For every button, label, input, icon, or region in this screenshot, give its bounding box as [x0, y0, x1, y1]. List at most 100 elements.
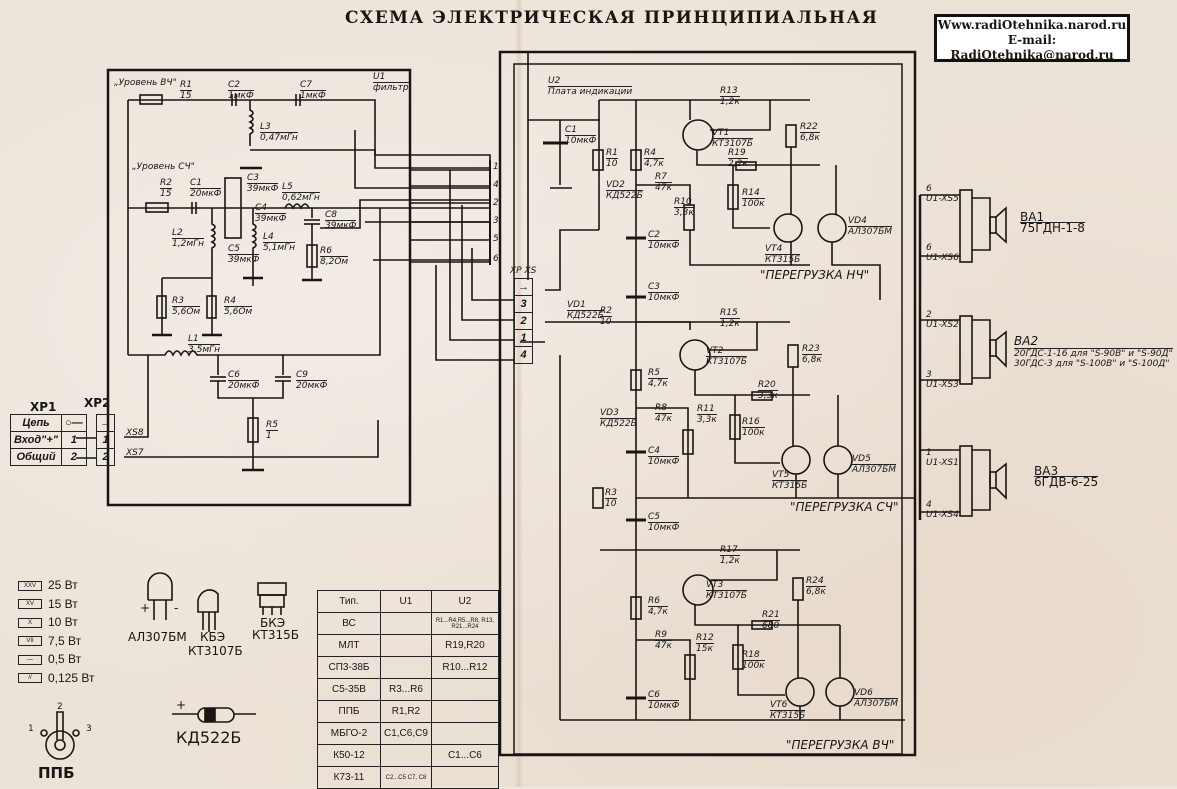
resistor-power-mark-icon: XV [18, 599, 42, 610]
ppb-pin-3: 3 [86, 724, 92, 734]
parts-table-cell: К50-12 [317, 744, 381, 767]
level-mf-label: „Уровень СЧ" [132, 162, 195, 172]
kt315-pins: БКЭ [260, 616, 286, 630]
xs7-label: XS7 [126, 448, 144, 458]
u1-pin-1: 1 [493, 162, 499, 172]
u1-frame [106, 68, 412, 507]
parts-table-cell [430, 700, 499, 723]
resistor-power-mark-icon: // [18, 673, 42, 684]
power-legend-label: 25 Вт [48, 578, 78, 592]
parts-table-cell: R10...R12 [430, 656, 499, 679]
power-legend-label: 7,5 Вт [48, 633, 82, 648]
parts-table-cell: R1,R2 [380, 700, 432, 723]
parts-table-cell: ППБ [317, 700, 381, 723]
xp2-label: XP2 [84, 396, 111, 410]
parts-table-cell [430, 678, 499, 701]
parts-table-cell: МБГО-2 [317, 722, 381, 745]
power-legend-item: — 0,5 Вт [8, 652, 81, 666]
diode-drawing [172, 707, 256, 723]
u1-pin-2: 2 [493, 198, 499, 208]
u1-pin-5: 5 [493, 234, 499, 244]
power-legend-item: // 0,125 Вт [8, 671, 94, 685]
u2-frame [498, 50, 917, 757]
resistor-power-mark-icon: XXV [18, 580, 42, 591]
parts-table-cell: К73-11 [317, 766, 381, 789]
resistor-power-mark-icon: — [18, 654, 42, 665]
watermark-email-label: E-mail: [1007, 33, 1057, 47]
speaker-ba3 [920, 445, 1007, 517]
parts-table-cell: R1...R4,R5...R8, R13, R21...R24 [430, 612, 499, 635]
parts-table-cell [380, 744, 432, 767]
resistor-power-mark-icon: X [18, 617, 42, 628]
power-legend-label: 10 Вт [48, 615, 78, 629]
power-legend-label: 15 Вт [48, 596, 78, 611]
paper-fold [515, 0, 523, 787]
diode-part-name: КД522Б [176, 728, 242, 747]
u2-inner-frame [513, 63, 903, 755]
parts-table-cell [380, 656, 432, 679]
watermark-email[interactable]: RadiOtehnika@narod.ru [950, 48, 1114, 62]
parts-table: Тип. U1 U2 ВС R1...R4,R5...R8, R13, R21..… [317, 590, 499, 789]
parts-table-cell [380, 612, 432, 635]
parts-table-cell [430, 766, 499, 789]
parts-table-cell: С5-35В [317, 678, 381, 701]
u1-pin-3: 3 [493, 216, 499, 226]
ppb-part-name: ППБ [38, 764, 75, 782]
overload-mf-label: "ПЕРЕГРУЗКА СЧ" [790, 500, 899, 514]
power-legend-label: 0,5 Вт [48, 652, 82, 666]
parts-table-cell: ВС [317, 612, 381, 635]
power-legend-label: 0,125 Вт [48, 670, 95, 685]
parts-table-row: ВС R1...R4,R5...R8, R13, R21...R24 [317, 612, 499, 635]
watermark-url[interactable]: Www.radiOtehnika.narod.ru [937, 18, 1127, 32]
ppb-pin-1: 1 [28, 724, 34, 734]
parts-table-header: Тип. U1 U2 [317, 590, 499, 613]
kt315-part-name: КТ315Б [252, 628, 299, 642]
overload-lf-label: "ПЕРЕГРУЗКА НЧ" [760, 268, 870, 282]
power-legend-item: XV 15 Вт [8, 597, 78, 611]
